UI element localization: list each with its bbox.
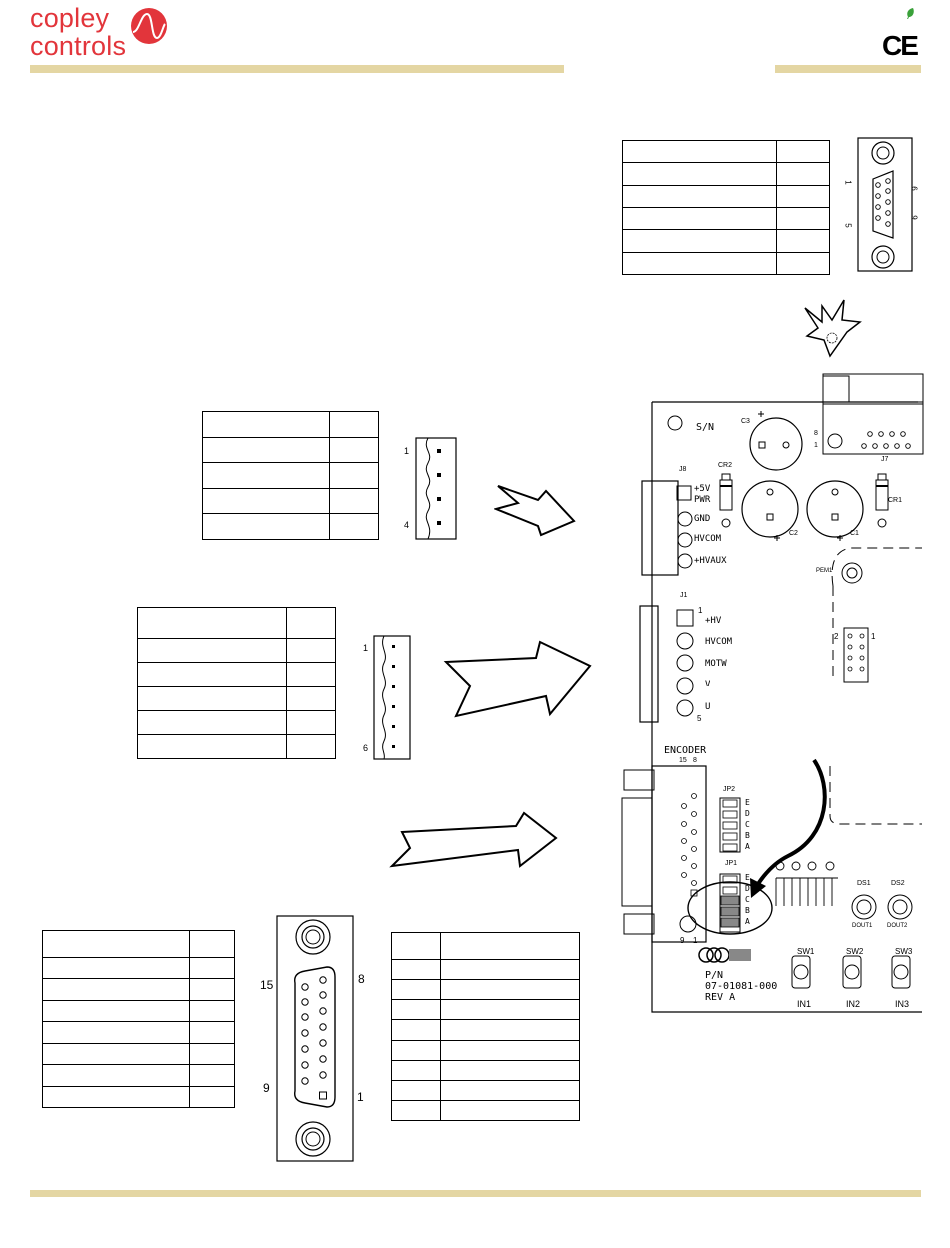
- board-ds1-label: DS1: [857, 880, 871, 887]
- board-encoder-label: ENCODER: [664, 745, 707, 756]
- board-j7-pin8: 8: [814, 430, 818, 437]
- j8-pin-first: 1: [404, 446, 410, 456]
- board-jp2-label: JP2: [723, 786, 736, 793]
- board-j1-pin1: 1: [698, 606, 703, 615]
- leaf-icon: [907, 8, 914, 19]
- board-cr1-label: CR1: [888, 497, 903, 504]
- board-dout2-label: DOUT2: [887, 923, 908, 929]
- jp1-letters: E D C B A: [745, 872, 750, 927]
- db9-pin6-label: 6: [909, 186, 919, 191]
- pcb-board-drawing: [621, 373, 924, 1013]
- j1-label-v: V: [705, 680, 711, 686]
- j1-label-motw: MOTW: [705, 659, 727, 669]
- header-rule-right: [775, 65, 921, 73]
- board-pem1-label: PEM1: [816, 568, 833, 574]
- feedback-signal-table: [42, 930, 235, 1109]
- db9-pin5-label: 5: [843, 223, 853, 228]
- j8-pin-last: 4: [404, 520, 410, 530]
- j8-label-gnd: GND: [694, 514, 711, 524]
- logo-line-2: controls: [30, 31, 127, 61]
- j8-connector-drawing: [415, 437, 457, 540]
- board-enc-8: 8: [693, 757, 697, 764]
- board-c2-label: C2: [789, 530, 798, 537]
- board-cr2-label: CR2: [718, 462, 733, 469]
- jp1-letter-d: D: [745, 884, 750, 893]
- board-c3-label: C3: [741, 418, 750, 425]
- board-j1-label: J1: [680, 592, 688, 599]
- ce-mark: CE: [882, 30, 919, 61]
- db15-pin1-label: 1: [357, 1090, 364, 1104]
- board-sw1-label: SW1: [797, 947, 815, 956]
- db15-pin15-label: 15: [260, 978, 274, 992]
- jp2-letter-a: A: [745, 842, 750, 851]
- board-pn-label: P/N: [705, 970, 724, 981]
- db9-pin1-label: 1: [843, 180, 853, 185]
- board-enc-15: 15: [679, 757, 687, 764]
- jp1-letter-a: A: [745, 917, 750, 926]
- j8-label-5v: +5V: [694, 484, 711, 494]
- j8-label-hvaux: +HVAUX: [694, 556, 727, 566]
- arrow-to-j1-icon: [443, 640, 592, 718]
- jp1-letter-c: C: [745, 895, 750, 904]
- board-in2-label: IN2: [846, 999, 861, 1009]
- board-ds2-label: DS2: [891, 880, 905, 887]
- db9-pinout-table: [622, 139, 830, 276]
- arrow-to-encoder-icon: [389, 811, 558, 868]
- header-rule-left: [30, 65, 564, 73]
- board-pn-value: 07-01081-000: [705, 981, 778, 992]
- jp1-letter-b: B: [745, 906, 750, 915]
- board-header-pin2: 2: [834, 632, 839, 641]
- board-rev-label: REV A: [705, 992, 736, 1003]
- board-sn-label: S/N: [696, 422, 715, 433]
- db15-pin9-label: 9: [263, 1081, 270, 1095]
- board-j8-pin-labels: +5V PWR: [694, 484, 710, 506]
- logo-line-1: copley: [30, 3, 110, 33]
- j1-label-hvcom: HVCOM: [705, 637, 733, 647]
- board-sw2-label: SW2: [846, 947, 864, 956]
- board-in1-label: IN1: [797, 999, 812, 1009]
- board-j7-label: J7: [881, 456, 889, 463]
- j1-pin-first: 1: [363, 643, 369, 653]
- footer-rule: [30, 1190, 921, 1197]
- jp2-letter-d: D: [745, 809, 750, 818]
- jp2-letter-b: B: [745, 831, 750, 840]
- board-j8-label: J8: [679, 466, 687, 473]
- j1-label-u: U: [705, 702, 711, 712]
- board-in3-label: IN3: [895, 999, 910, 1009]
- jp2-letter-c: C: [745, 820, 750, 829]
- pointer-burst-arrow-icon: [804, 299, 862, 358]
- jp2-letter-e: E: [745, 798, 750, 807]
- board-j7-pin1: 1: [814, 442, 818, 449]
- board-enc-9: 9: [680, 936, 685, 945]
- board-header-pin1: 1: [871, 632, 876, 641]
- j1-pin-last: 6: [363, 743, 369, 753]
- brand-logo-text: copley controls: [30, 4, 126, 60]
- copley-logo-icon: [131, 8, 167, 44]
- j1-connector-drawing: [373, 635, 411, 760]
- j1-pinout-table: [137, 607, 336, 759]
- db15-pin8-label: 8: [358, 972, 365, 986]
- db9-pin9-label: 9: [909, 215, 919, 220]
- board-jp1-label: JP1: [725, 860, 738, 867]
- board-dout1-label: DOUT1: [852, 923, 873, 929]
- jp1-letter-e: E: [745, 873, 750, 882]
- j8-pinout-table: [202, 411, 379, 540]
- board-sw3-label: SW3: [895, 947, 913, 956]
- arrow-to-j8-icon: [494, 485, 576, 537]
- j8-label-pwr: PWR: [694, 495, 711, 505]
- j8-label-hvcom: HVCOM: [694, 534, 722, 544]
- db9-connector-drawing: [857, 137, 913, 272]
- db15-pinout-table: [391, 932, 580, 1122]
- j1-label-hv: +HV: [705, 616, 722, 626]
- db15-connector-drawing: [276, 915, 354, 1162]
- board-c1-label: C1: [850, 530, 859, 537]
- board-j1-pin5: 5: [697, 714, 702, 723]
- jp2-letters: E D C B A: [745, 797, 750, 852]
- board-part-number: P/N 07-01081-000 REV A: [705, 970, 777, 1003]
- board-enc-1: 1: [693, 936, 698, 945]
